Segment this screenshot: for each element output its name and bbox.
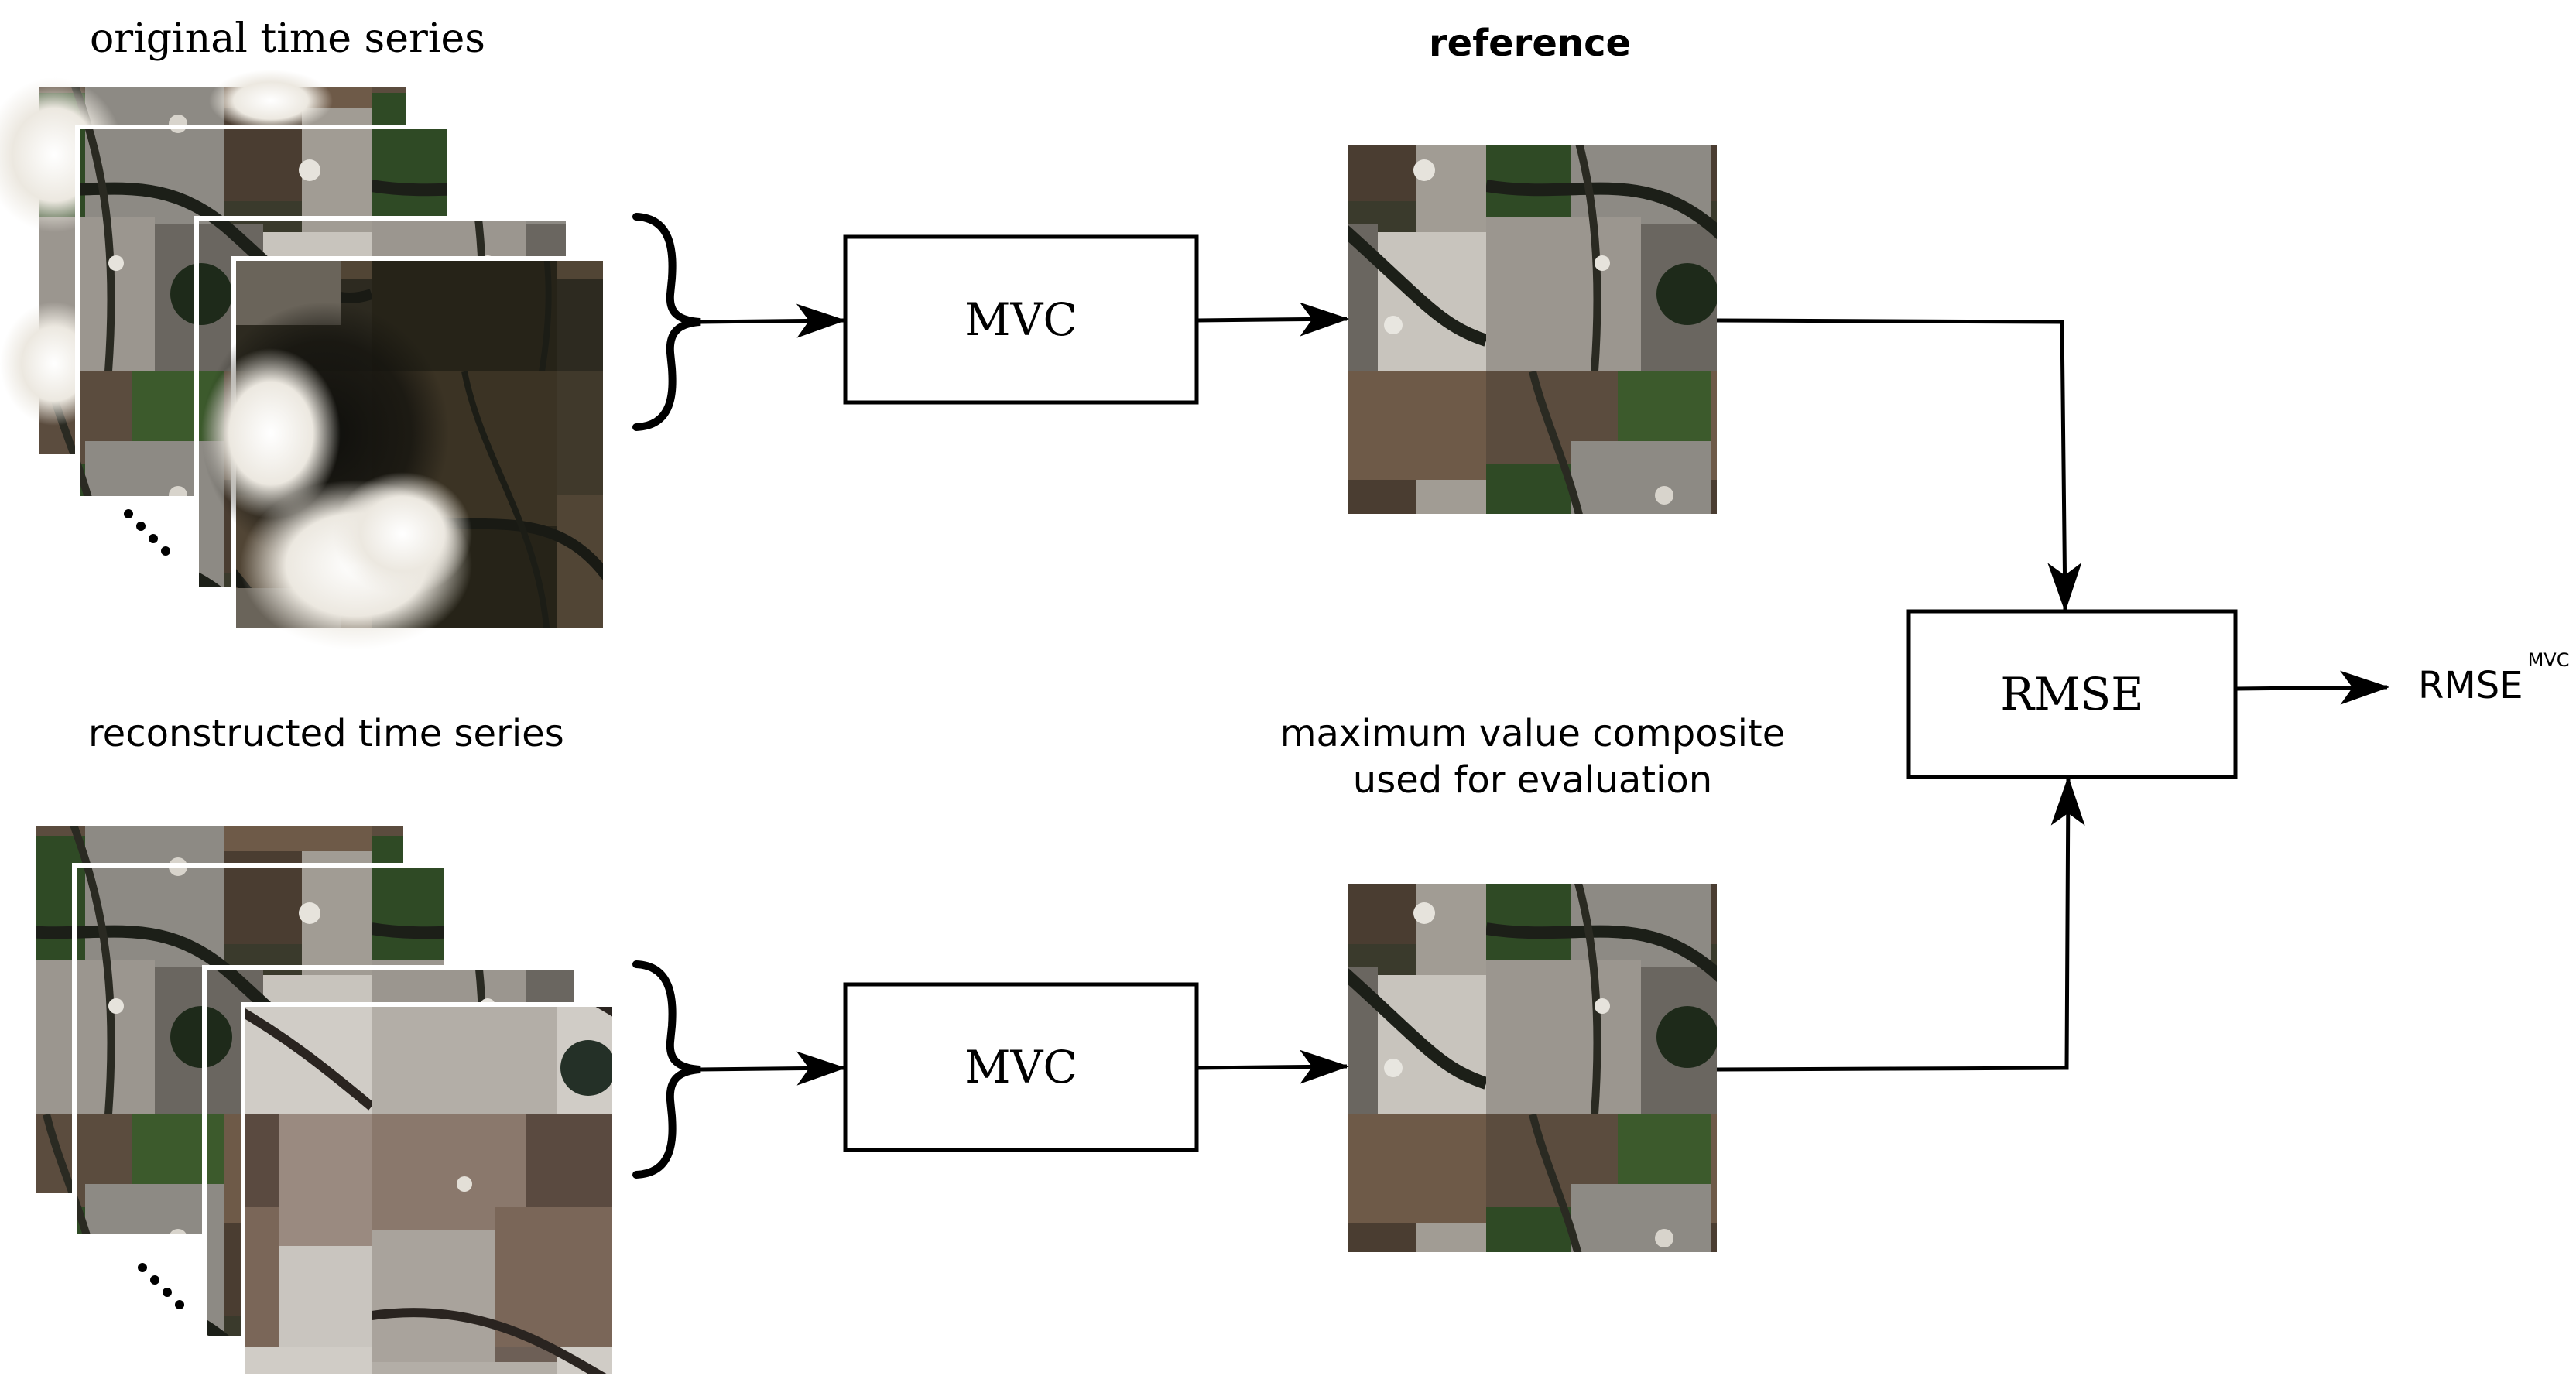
arrow-mvc-bottom-to-composite — [1196, 1049, 1350, 1084]
reference-image — [1348, 145, 1717, 514]
reconstructed-series-title: reconstructed time series — [88, 712, 564, 755]
connectors — [699, 302, 2390, 1086]
arrow-brace-to-mvc-top — [699, 303, 847, 338]
mvc-label-top: MVC — [964, 293, 1077, 346]
composite-caption-line-1: maximum value composite — [1279, 712, 1786, 755]
original-series-title: original time series — [90, 15, 485, 62]
reconstructed-stack — [32, 821, 617, 1378]
rmse-label: RMSE — [2000, 668, 2144, 720]
bottom-brace — [632, 960, 701, 1179]
arrow-brace-to-mvc-bottom — [699, 1051, 847, 1086]
composite-caption: maximum value composite used for evaluat… — [1208, 710, 1858, 803]
original-stack — [0, 70, 608, 650]
composite-caption-line-2: used for evaluation — [1352, 758, 1713, 802]
original-frame-4 — [201, 256, 608, 650]
output-label-superscript: MVC — [2527, 649, 2570, 671]
composite-image — [1348, 884, 1717, 1252]
arrow-mvc-top-to-reference — [1196, 302, 1350, 337]
arrow-reference-to-rmse — [1716, 318, 2082, 613]
mvc-box-bottom — [843, 982, 1199, 1152]
top-brace — [632, 213, 701, 431]
arrow-composite-to-rmse — [1716, 775, 2085, 1072]
arrow-rmse-to-output — [2235, 670, 2390, 705]
reconstructed-frame-4 — [241, 1002, 617, 1378]
reconstructed-ellipsis — [138, 1263, 184, 1309]
reference-title: reference — [1429, 22, 1632, 65]
original-ellipsis — [124, 509, 170, 556]
mvc-label-bottom: MVC — [964, 1041, 1077, 1093]
output-label-main: RMSE — [2418, 664, 2523, 707]
output-label: RMSEMVC — [2418, 651, 2569, 709]
rmse-box — [1906, 609, 2238, 779]
